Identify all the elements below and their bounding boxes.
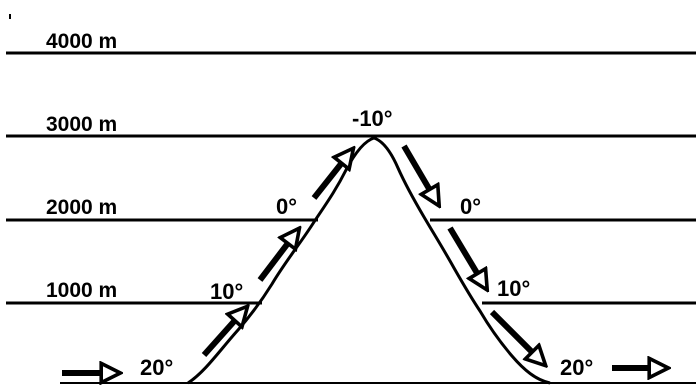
airflow-arrow-descend-2 bbox=[447, 226, 486, 288]
altitude-label-2000: 2000 m bbox=[46, 196, 117, 219]
airflow-arrow-rise-3 bbox=[311, 150, 352, 200]
altitude-label-4000: 4000 m bbox=[46, 30, 117, 53]
temp-leeward-base: 20° bbox=[560, 355, 593, 380]
corner-mark bbox=[9, 14, 11, 19]
airflow-arrow-rise-2 bbox=[257, 230, 298, 282]
temp-windward-base: 20° bbox=[140, 355, 173, 380]
temp-leeward-2000: 0° bbox=[460, 194, 481, 219]
altitude-label-1000: 1000 m bbox=[46, 279, 117, 302]
temp-windward-2000: 0° bbox=[276, 194, 297, 219]
temp-leeward-1000: 10° bbox=[497, 276, 530, 301]
airflow-arrow-rise-1 bbox=[201, 308, 246, 357]
mountain-outline bbox=[187, 136, 551, 385]
leeward-airflow-arrows bbox=[401, 144, 666, 368]
windward-airflow-arrows bbox=[62, 150, 352, 373]
temp-windward-1000: 10° bbox=[210, 279, 243, 304]
temp-summit: -10° bbox=[352, 106, 393, 131]
airflow-arrow-descend-1 bbox=[401, 144, 438, 204]
airflow-arrow-descend-3 bbox=[489, 309, 544, 364]
altitude-label-3000: 3000 m bbox=[46, 113, 117, 136]
